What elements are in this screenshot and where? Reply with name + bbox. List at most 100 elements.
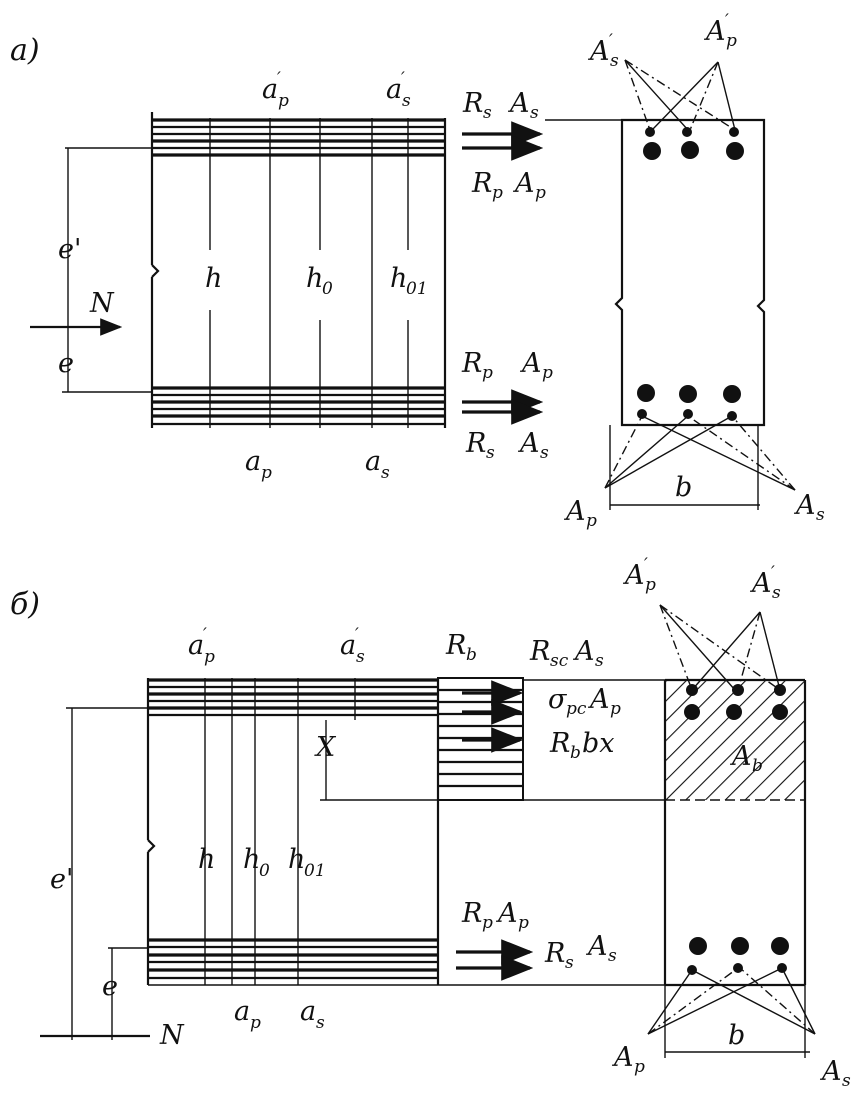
force-As-bottom-sub: s bbox=[540, 443, 549, 463]
panel-b-forces: R b R sc A s σ pc A p R b bx R p A p R s… bbox=[445, 630, 621, 981]
force-Rp-top-sub: p bbox=[492, 183, 503, 203]
label-section-Ap-prime: A bbox=[622, 560, 645, 591]
panel-a-top-bars bbox=[152, 118, 445, 157]
force-Rp-top: R bbox=[471, 168, 492, 199]
force-Rb-sub: b bbox=[466, 645, 477, 665]
panel-b-bottom-bars bbox=[148, 938, 665, 986]
force-Rbbx-sub: b bbox=[570, 743, 581, 763]
bar-As-prime bbox=[726, 142, 744, 160]
label-ap-prime-top: a bbox=[262, 74, 278, 105]
panel-b-eccentricity-dim bbox=[40, 707, 150, 1040]
label-e: e bbox=[102, 971, 118, 1002]
label-h0: h bbox=[306, 263, 323, 294]
label-e-prime: e' bbox=[58, 234, 81, 265]
bar-Ap-prime bbox=[726, 704, 742, 720]
panel-b-cross-section: A p ′ A s ′ A b A p A s b bbox=[611, 555, 851, 1091]
force-Rbbx: R bbox=[549, 728, 570, 759]
label-h01: h bbox=[390, 263, 407, 294]
force-RpAp-A-sub: p bbox=[518, 913, 529, 933]
bar-Ap-prime bbox=[682, 127, 692, 137]
force-As-prime-top: A bbox=[507, 88, 530, 119]
prime-mark: ′ bbox=[355, 625, 359, 645]
label-section-As-prime-sub: s bbox=[772, 583, 781, 603]
label-as-prime-top: a bbox=[386, 74, 402, 105]
prime-mark: ′ bbox=[644, 555, 648, 575]
bar-As bbox=[683, 409, 693, 419]
label-h0: h bbox=[243, 844, 260, 875]
prime-mark: ′ bbox=[277, 69, 281, 89]
force-RpAp: R bbox=[461, 898, 482, 929]
force-Rb: R bbox=[445, 630, 466, 661]
panel-b-top-bars bbox=[148, 678, 438, 717]
bar-As-prime bbox=[681, 141, 699, 159]
label-e-prime: e' bbox=[50, 864, 73, 895]
force-Ap-prime-top-sub: p bbox=[535, 183, 546, 203]
label-h01: h bbox=[288, 844, 305, 875]
force-RsAs-A-sub: s bbox=[608, 946, 617, 966]
force-sigma-pc-sub: pc bbox=[566, 699, 587, 719]
label-as-bottom-sub: s bbox=[381, 463, 390, 483]
panel-a-forces: R s A s R p A p R p A p R s A s bbox=[461, 88, 622, 463]
label-as-prime-top: a bbox=[340, 630, 356, 661]
label-h0-sub: 0 bbox=[322, 279, 333, 299]
force-RsAs-sub: s bbox=[565, 953, 574, 973]
force-RsAs: R bbox=[544, 938, 565, 969]
label-section-As-prime: A bbox=[749, 568, 772, 599]
force-Rsc-As: A bbox=[572, 636, 595, 667]
label-section-As-sub: s bbox=[816, 505, 825, 525]
label-ap-prime-top-sub: p bbox=[278, 91, 289, 111]
label-section-Ap-prime-sub: p bbox=[726, 31, 737, 51]
label-ap-bottom-sub: p bbox=[250, 1013, 261, 1033]
prime-mark: ′ bbox=[609, 31, 613, 51]
label-section-Ap-prime-sub: p bbox=[645, 575, 656, 595]
bar-Ap-prime bbox=[772, 704, 788, 720]
force-Rs-bottom: R bbox=[465, 428, 486, 459]
label-section-As-sub: s bbox=[842, 1071, 851, 1091]
label-as-prime-top-sub: s bbox=[402, 91, 411, 111]
label-as-bottom: a bbox=[365, 446, 381, 477]
label-as-bottom-sub: s bbox=[316, 1013, 325, 1033]
label-section-As-prime: A bbox=[587, 36, 610, 67]
force-Rsc-sub: sc bbox=[550, 651, 569, 671]
bar-Ap bbox=[723, 385, 741, 403]
force-Rp-bottom-sub: p bbox=[482, 363, 493, 383]
panel-b-height-dimensions bbox=[204, 678, 438, 985]
label-h01-sub: 01 bbox=[406, 279, 428, 299]
bar-Ap-prime bbox=[729, 127, 739, 137]
force-sigma-Ap: A bbox=[587, 684, 610, 715]
panel-a-label: а) bbox=[10, 33, 40, 68]
label-ap-bottom: a bbox=[245, 446, 261, 477]
label-section-b: b bbox=[728, 1020, 745, 1051]
panel-b-label: б) bbox=[10, 587, 40, 622]
label-h0-sub: 0 bbox=[259, 861, 270, 881]
force-sigma-Ap-sub: p bbox=[610, 699, 621, 719]
label-h: h bbox=[198, 844, 215, 875]
bar-Ap bbox=[771, 937, 789, 955]
force-Rs-top-sub: s bbox=[483, 103, 492, 123]
force-As-prime-top-sub: s bbox=[530, 103, 539, 123]
label-section-Ap-prime: A bbox=[703, 16, 726, 47]
force-RpAp-A: A bbox=[495, 898, 518, 929]
label-N: N bbox=[159, 1020, 185, 1051]
label-as-prime-top-sub: s bbox=[356, 647, 365, 667]
label-section-Ap: A bbox=[611, 1042, 634, 1073]
force-Rp-bottom: R bbox=[461, 348, 482, 379]
force-Rsc: R bbox=[529, 636, 550, 667]
label-as-bottom: a bbox=[300, 996, 316, 1027]
force-Rbbx-rest: bx bbox=[582, 728, 615, 759]
bar-As bbox=[733, 963, 743, 973]
label-h: h bbox=[205, 263, 222, 294]
label-ap-prime-top-sub: p bbox=[204, 647, 215, 667]
panel-a-element: a p ′ a s ′ h h 0 h 01 a p a s e' e N bbox=[30, 69, 447, 483]
label-h01-sub: 01 bbox=[304, 861, 326, 881]
force-RsAs-A: A bbox=[585, 931, 608, 962]
prime-mark: ′ bbox=[771, 563, 775, 583]
bar-Ap bbox=[637, 384, 655, 402]
force-sigma-pc: σ bbox=[548, 684, 568, 715]
force-RpAp-sub: p bbox=[482, 913, 493, 933]
bar-As-prime bbox=[643, 142, 661, 160]
panel-b-element: a p ′ a s ′ X h h 0 h 01 a p a s e' e N bbox=[40, 625, 665, 1051]
label-ap-bottom-sub: p bbox=[261, 463, 272, 483]
